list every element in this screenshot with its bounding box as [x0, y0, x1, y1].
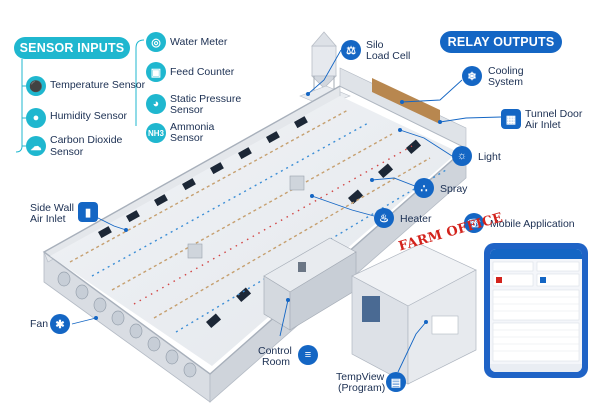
carbon-dioxide-sensor-label-line1: Carbon Dioxide — [50, 134, 123, 146]
tempview-label-line2: (Program) — [338, 382, 386, 394]
control-room-label-line1: Control — [258, 345, 292, 357]
cooling-system-label-line2: System — [488, 76, 524, 88]
front-wall-inlets — [206, 139, 422, 329]
relay-outputs-title: RELAY OUTPUTS — [440, 31, 562, 53]
control-room-label-line2: Room — [262, 356, 291, 368]
droplet-icon: ● — [26, 108, 46, 128]
carbon-dioxide-sensor-label-line2: Sensor — [50, 146, 84, 158]
connector-dots — [94, 92, 442, 324]
ammonia-sensor-label-line2: Sensor — [170, 132, 204, 144]
tunnel-door-label-line1: Tunnel Door — [525, 108, 583, 120]
spray-icon: ∴ — [414, 178, 434, 198]
flame-icon: ♨ — [374, 208, 394, 228]
humidity-sensor-label: Humidity Sensor — [50, 110, 128, 122]
cooling-system-label-line1: Cooling — [488, 65, 524, 77]
mobile-application-label: Mobile Application — [490, 218, 575, 230]
side-wall-label-line1: Side Wall — [30, 202, 74, 214]
control-panel-icon: ≡ — [298, 345, 318, 365]
heater-label: Heater — [400, 213, 432, 225]
co2-icon: ☁ — [26, 136, 46, 156]
sensor-inputs-title: SENSOR INPUTS — [14, 37, 130, 59]
heater-units — [187, 175, 305, 259]
phone-screen — [490, 249, 582, 372]
feed-counter-icon: ▣ — [146, 62, 166, 82]
gauge-icon: ◕ — [146, 94, 166, 114]
tunnel-door-icon: ▦ — [501, 109, 521, 129]
light-bulb-icon: ☼ — [452, 146, 472, 166]
farm-office-room — [351, 243, 477, 385]
silo-label-line2: Load Cell — [366, 50, 411, 62]
mobile-phone — [484, 243, 588, 378]
feed-counter-label: Feed Counter — [170, 66, 235, 78]
phone-app-content — [490, 261, 582, 372]
tunnel-door-label-line2: Air Inlet — [525, 119, 561, 131]
nh3-icon: NH3 — [146, 123, 166, 143]
static-pressure-label-line2: Sensor — [170, 104, 204, 116]
thermometer-icon: ⚫ — [26, 76, 46, 96]
sensor-tree — [15, 39, 145, 153]
water-meter-label: Water Meter — [170, 36, 228, 48]
temperature-sensor-label: Temperature Sensor — [50, 79, 146, 91]
side-wall-icon: ▮ — [78, 202, 98, 222]
silo-label-line1: Silo — [366, 39, 384, 51]
fan-icon: ✱ — [50, 314, 70, 334]
water-meter-icon: ◎ — [146, 32, 166, 52]
fan-label: Fan — [30, 318, 49, 330]
tempview-label-line1: TempView — [336, 371, 385, 383]
tunnel-fans — [57, 271, 197, 378]
mobile-app-icon: ☏ — [464, 213, 484, 233]
computer-icon: ▤ — [386, 372, 406, 392]
static-pressure-label-line1: Static Pressure — [170, 93, 242, 105]
side-wall-inlets — [98, 116, 308, 239]
phone-app-header — [490, 249, 582, 259]
light-label: Light — [478, 151, 501, 163]
load-cell-icon: ⚖ — [341, 40, 361, 60]
side-wall-label-line2: Air Inlet — [30, 213, 66, 225]
snowflake-icon: ❄ — [462, 66, 482, 86]
ammonia-sensor-label-line1: Ammonia — [170, 121, 215, 133]
spray-label: Spray — [440, 183, 468, 195]
